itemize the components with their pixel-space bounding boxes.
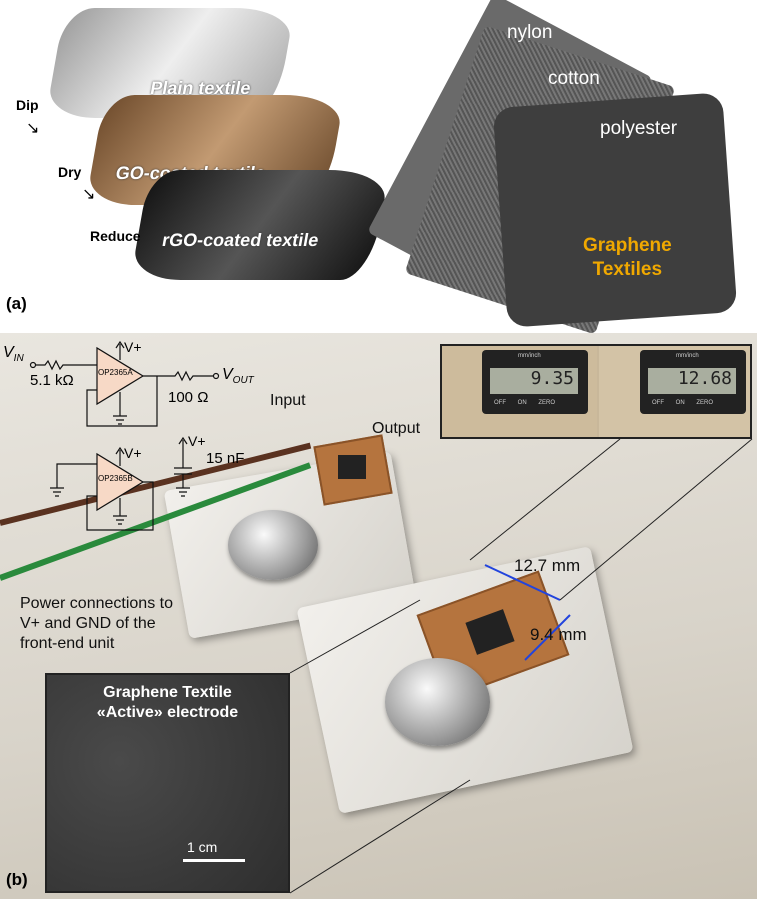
rgo-coated-textile: rGO-coated textile [130,170,390,280]
r1-label: 5.1 kΩ [30,372,74,389]
step-dip: Dip [16,97,39,113]
step-reduce: Reduce [90,228,141,244]
dim-9-4: 9.4 mm [530,625,587,644]
dimension-arrows [484,564,571,661]
panel-b-label: (b) [6,870,28,889]
circuit-schematic [29,340,220,531]
graphene-textile-inset: Graphene Textile «Active» electrode 1 cm [45,673,290,893]
arrow-icon: ↘ [82,186,96,203]
vplus-label: V+ [124,445,142,461]
cap-label: 15 nF [206,450,245,467]
opamp-b-label: OP2365B [98,474,133,483]
step-dry: Dry [58,164,82,180]
vplus-label: V+ [188,433,206,449]
caliper-inset: 9.35 mm/inch OFF ON ZERO 12.68 mm/inch O… [440,344,752,439]
vin-label: VIN [3,344,24,365]
caliper-reading-2: 12.68 [648,368,736,394]
snap-button [385,658,490,746]
inset-title-2: «Active» electrode [96,704,239,721]
arrow-icon: ↘ [26,120,40,137]
input-label: Input [270,392,306,409]
fabric-polyester: polyester [600,118,678,139]
dim-12-7: 12.7 mm [514,556,581,575]
r2-label: 100 Ω [168,389,209,406]
opamp-a-label: OP2365A [98,368,133,377]
panel-a-label: (a) [6,294,27,313]
inset-title-1: Graphene Textile [103,684,232,701]
snap-button [228,510,318,580]
vout-label: VOUT [222,366,254,387]
vplus-label: V+ [124,339,142,355]
fabric-nylon: nylon [507,22,553,43]
caliper-reading-1: 9.35 [490,368,578,394]
scale-bar [183,859,245,862]
scale-label: 1 cm [187,839,218,855]
opamp-chip [338,455,366,479]
output-label: Output [372,420,421,437]
fabric-cotton: cotton [548,68,600,89]
